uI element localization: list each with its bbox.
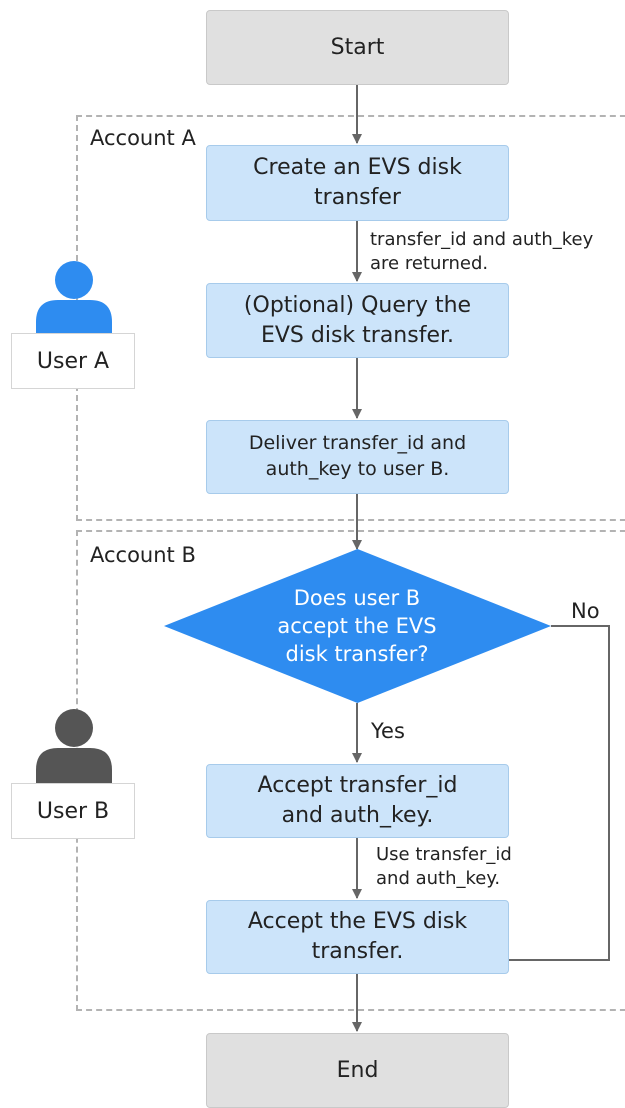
decision-node: [164, 549, 551, 703]
deliver-node: Deliver transfer_id and auth_key to user…: [206, 420, 509, 494]
returned-note: transfer_id and auth_key are returned.: [370, 228, 618, 277]
account-a-label: Account A: [88, 126, 198, 150]
decision-diamond: [164, 549, 551, 703]
user-a-icon: [36, 261, 112, 340]
user-b-label: User B: [11, 783, 135, 839]
no-label: No: [571, 599, 600, 623]
user-b-icon: [36, 709, 112, 788]
end-node: End: [206, 1033, 509, 1108]
use-keys-note: Use transfer_id and auth_key.: [376, 843, 536, 892]
create-transfer-node: Create an EVS disk transfer: [206, 145, 509, 221]
accept-transfer-node: Accept the EVS disk transfer.: [206, 900, 509, 974]
user-a-label: User A: [11, 333, 135, 389]
account-b-label: Account B: [88, 543, 198, 567]
decision-text: Does user B accept the EVS disk transfer…: [277, 586, 437, 666]
use-keys-note-text: Use transfer_id and auth_key.: [376, 844, 512, 890]
yes-label: Yes: [371, 719, 405, 743]
returned-note-text: transfer_id and auth_key are returned.: [370, 229, 594, 275]
accept-keys-node: Accept transfer_id and auth_key.: [206, 764, 509, 838]
query-transfer-node: (Optional) Query the EVS disk transfer.: [206, 283, 509, 358]
start-node: Start: [206, 10, 509, 85]
